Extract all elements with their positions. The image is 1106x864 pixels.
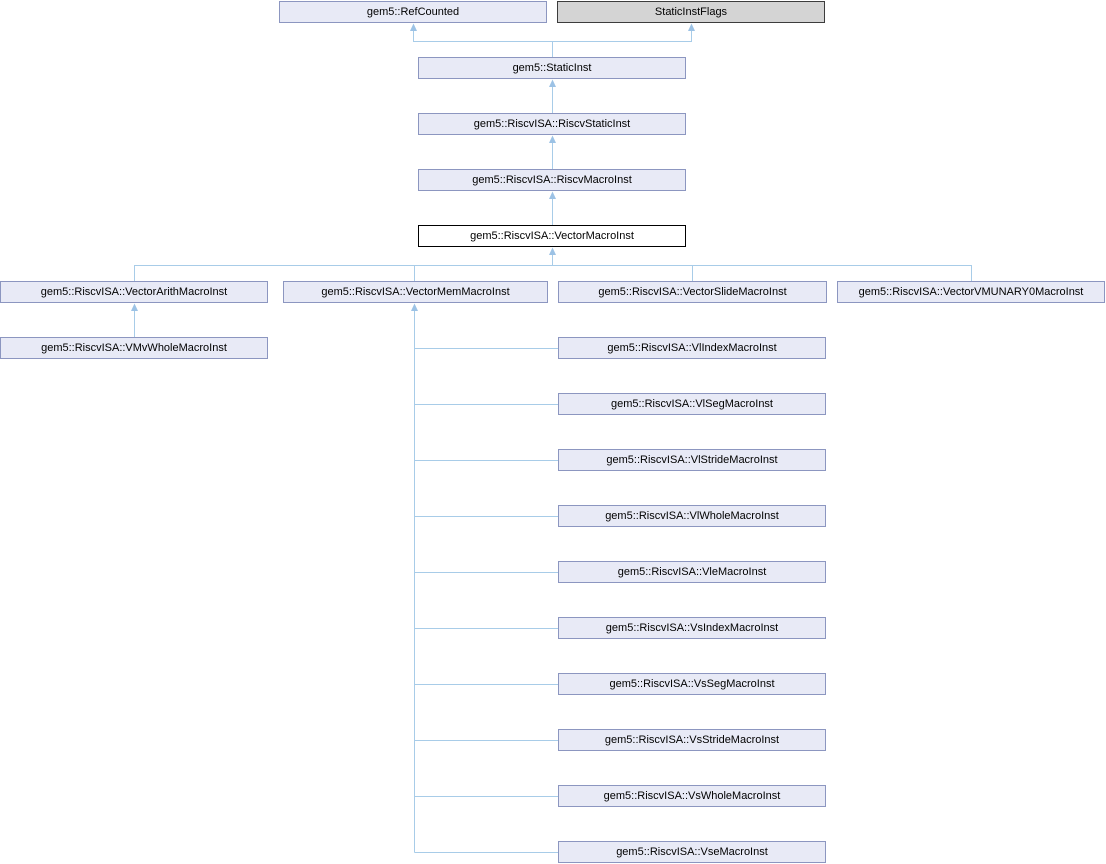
class-node-vectorvmunary0macroinst[interactable]: gem5::RiscvISA::VectorVMUNARY0MacroInst [837,281,1105,303]
edge-children-to-vectormacroinst [134,247,972,281]
class-node-riscvmacroinst[interactable]: gem5::RiscvISA::RiscvMacroInst [418,169,686,191]
edge-vmvwhole-to-vectorarith [131,303,138,337]
edge-riscvstaticinst-to-staticinst [549,79,556,113]
edge-riscvmacroinst-to-riscvstaticinst [549,135,556,169]
edge-staticinst-to-bases [410,23,695,57]
class-node-staticinstflags[interactable]: StaticInstFlags [557,1,825,23]
class-node-vssegmacroinst[interactable]: gem5::RiscvISA::VsSegMacroInst [558,673,826,695]
class-node-vlsegmacroinst[interactable]: gem5::RiscvISA::VlSegMacroInst [558,393,826,415]
class-node-vectorarithmacroinst[interactable]: gem5::RiscvISA::VectorArithMacroInst [0,281,268,303]
class-node-refcounted[interactable]: gem5::RefCounted [279,1,547,23]
edge-mem-children-to-vectormem [411,303,558,853]
class-node-vsstridemacroinst[interactable]: gem5::RiscvISA::VsStrideMacroInst [558,729,826,751]
class-node-vectorslidemacroinst[interactable]: gem5::RiscvISA::VectorSlideMacroInst [558,281,827,303]
class-node-vlemacroinst[interactable]: gem5::RiscvISA::VleMacroInst [558,561,826,583]
edge-vectormacroinst-to-riscvmacroinst [549,191,556,225]
class-node-vectormacroinst-current: gem5::RiscvISA::VectorMacroInst [418,225,686,247]
class-node-vsemacroinst[interactable]: gem5::RiscvISA::VseMacroInst [558,841,826,863]
class-node-staticinst[interactable]: gem5::StaticInst [418,57,686,79]
class-node-vsindexmacroinst[interactable]: gem5::RiscvISA::VsIndexMacroInst [558,617,826,639]
class-node-vswholemacroinst[interactable]: gem5::RiscvISA::VsWholeMacroInst [558,785,826,807]
class-node-vectormemmacroinst[interactable]: gem5::RiscvISA::VectorMemMacroInst [283,281,548,303]
class-node-riscvstaticinst[interactable]: gem5::RiscvISA::RiscvStaticInst [418,113,686,135]
class-node-vlstridemacroinst[interactable]: gem5::RiscvISA::VlStrideMacroInst [558,449,826,471]
class-node-vlwholemacroinst[interactable]: gem5::RiscvISA::VlWholeMacroInst [558,505,826,527]
class-node-vlindexmacroinst[interactable]: gem5::RiscvISA::VlIndexMacroInst [558,337,826,359]
class-node-vmvwholemacroinst[interactable]: gem5::RiscvISA::VMvWholeMacroInst [0,337,268,359]
